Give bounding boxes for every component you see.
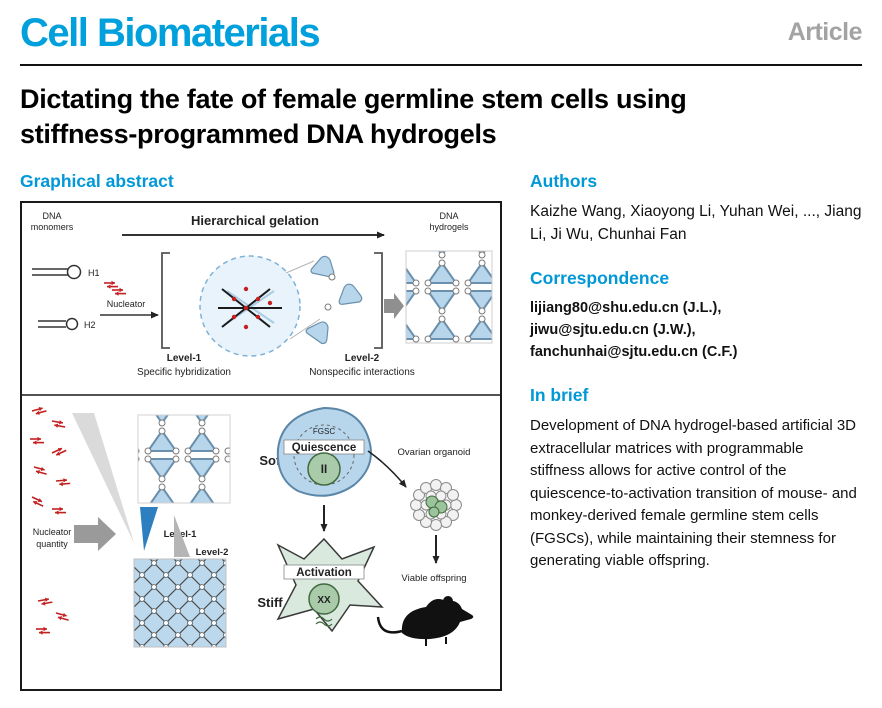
paper-title: Dictating the fate of female germline st…: [20, 84, 687, 149]
assembly-arrow: [384, 293, 404, 320]
masthead: Cell Biomaterials Article: [20, 11, 863, 55]
dna-hydrogels-label: DNA hydrogels: [429, 211, 469, 232]
level2b-label: Level-2: [196, 547, 229, 558]
ii-chromosome-label: II: [321, 464, 327, 476]
activation-cell: Activation XX: [276, 538, 384, 633]
journal-logo: Cell Biomaterials: [20, 11, 321, 55]
in-brief-heading: In brief: [530, 385, 589, 406]
nucleator-icon: [103, 280, 127, 297]
svg-text:DNA: DNA: [42, 211, 61, 221]
gel-blob-cluster: [285, 253, 363, 346]
svg-text:Nucleator: Nucleator: [33, 527, 72, 537]
quiescence-cell: FGSC Quiescence II: [276, 407, 372, 497]
authors-heading: Authors: [530, 171, 598, 192]
content-columns: Graphical abstract: [20, 171, 862, 692]
level1-triangle: [140, 507, 158, 552]
graphical-abstract-figure: DNA monomers Hierarchical gelation DNA h…: [22, 211, 500, 648]
stiff-hydrogel-patch: [133, 558, 227, 648]
dna-hydrogel-patch: [405, 250, 493, 344]
soft-hydrogel-patch: [137, 414, 231, 504]
correspondence-email-3[interactable]: fanchunhai@sjtu.edu.cn (C.F.): [530, 343, 738, 360]
graphical-abstract-box: DNA monomers Hierarchical gelation DNA h…: [20, 201, 502, 692]
svg-text:Nonspecific interactions: Nonspecific interactions: [309, 367, 415, 378]
svg-text:quantity: quantity: [36, 539, 68, 549]
correspondence-heading: Correspondence: [530, 268, 670, 289]
svg-text:hydrogels: hydrogels: [429, 222, 469, 232]
to-organoid-arrow: [367, 450, 407, 488]
svg-text:Level-1: Level-1: [167, 353, 202, 364]
hairpin-h2-icon: [38, 317, 79, 331]
sidebar-column: Authors Kaizhe Wang, Xiaoyong Li, Yuhan …: [530, 171, 862, 691]
quiescence-label: Quiescence: [292, 442, 357, 454]
svg-text:Specific hybridization: Specific hybridization: [137, 367, 231, 378]
h1-label: H1: [88, 268, 100, 278]
xx-chromosome-label: XX: [317, 595, 331, 606]
nucleator-quantity-label: Nucleator quantity: [33, 527, 72, 549]
level2-triangle: [174, 515, 190, 558]
level1-caption: Level-1 Specific hybridization: [137, 353, 231, 378]
correspondence-email-1[interactable]: lijiang80@shu.edu.cn (J.L.),: [530, 300, 722, 317]
header-rule: [20, 64, 862, 66]
activation-label: Activation: [296, 567, 352, 579]
hybridization-zoom-circle: [199, 255, 301, 357]
svg-text:Level-2: Level-2: [345, 353, 380, 364]
nucleator-scatter-icons: [28, 404, 72, 636]
level2-caption: Level-2 Nonspecific interactions: [309, 353, 415, 378]
graphical-abstract-heading: Graphical abstract: [20, 171, 174, 192]
article-type-label: Article: [787, 18, 863, 46]
fgsc-label: FGSC: [313, 427, 335, 436]
hairpin-h1-icon: [32, 264, 82, 280]
stiff-label: Stiff: [257, 595, 283, 610]
organoid-label: Ovarian organoid: [398, 447, 471, 458]
graphical-abstract-column: Graphical abstract: [20, 171, 504, 692]
nucleator-label: Nucleator: [107, 299, 146, 309]
dna-monomers-label: DNA monomers: [31, 211, 74, 232]
mouse-icon: [376, 596, 474, 647]
hierarchical-gelation-title: Hierarchical gelation: [191, 213, 319, 228]
h2-label: H2: [84, 320, 96, 330]
gradient-wedge: [72, 413, 134, 544]
authors-list: Kaizhe Wang, Xiaoyong Li, Yuhan Wei, ...…: [530, 203, 862, 243]
ovarian-organoid-icon: [410, 479, 462, 532]
correspondence-email-2[interactable]: jiwu@sjtu.edu.cn (J.W.),: [530, 321, 696, 338]
bracket-icons: [161, 252, 383, 349]
in-brief-text: Development of DNA hydrogel-based artifi…: [530, 417, 857, 570]
quantity-arrow: [74, 517, 116, 552]
offspring-label: Viable offspring: [401, 573, 466, 584]
svg-text:DNA: DNA: [439, 211, 458, 221]
correspondence-block: lijiang80@shu.edu.cn (J.L.), jiwu@sjtu.e…: [530, 298, 862, 363]
svg-text:monomers: monomers: [31, 222, 74, 232]
